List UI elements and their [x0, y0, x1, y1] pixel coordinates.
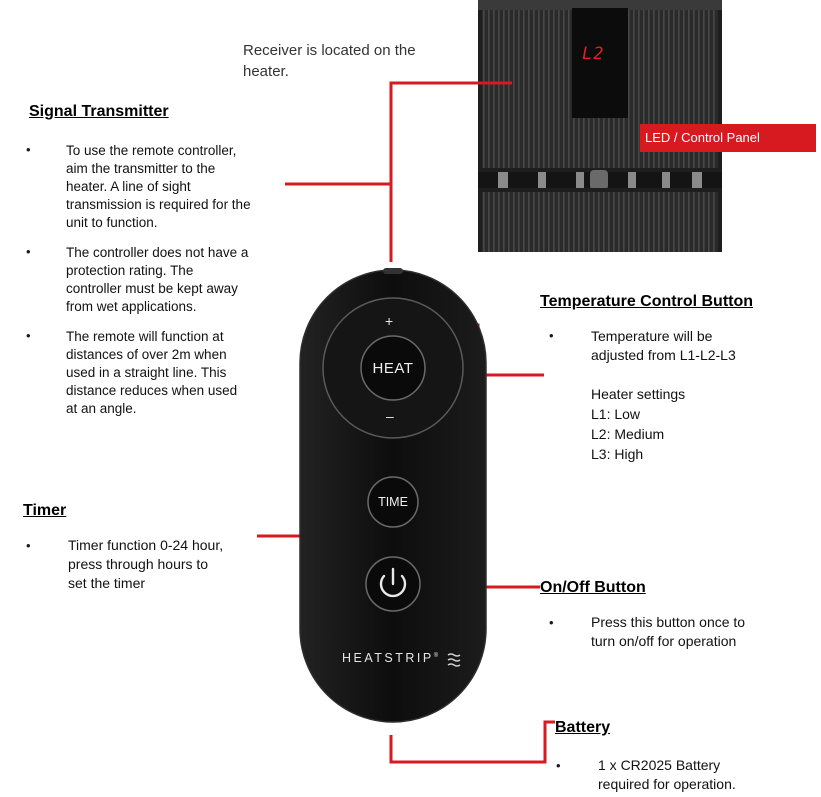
brand-registered: ® — [433, 652, 439, 659]
text-line: unit to function. — [66, 215, 158, 230]
text-line: required for operation. — [598, 776, 736, 792]
receiver-line — [389, 81, 512, 262]
signal-bullet-1: To use the remote controller, aim the tr… — [66, 142, 266, 232]
text-line: protection rating. The — [66, 263, 194, 278]
text-line: turn on/off for operation — [591, 633, 737, 649]
text-line: The remote will function at — [66, 329, 224, 344]
text-line: used in a straight line. This — [66, 365, 227, 380]
battery-line — [389, 720, 555, 764]
text-line: 1 x CR2025 Battery — [598, 757, 721, 773]
text-line: L1: Low — [591, 406, 641, 422]
receiver-note: Receiver is located on the heater. — [243, 40, 416, 82]
led-panel-label: LED / Control Panel — [640, 124, 816, 152]
signal-bullet-3: The remote will function at distances of… — [66, 328, 266, 418]
text-line: To use the remote controller, — [66, 143, 237, 158]
text-line: controller must be kept away — [66, 281, 238, 296]
remote-control — [299, 268, 487, 723]
temperature-details: Temperature will be adjusted from L1-L2-… — [591, 327, 816, 464]
text-line: Press this button once to — [591, 614, 746, 630]
power-button[interactable] — [366, 557, 420, 611]
text-line: L3: High — [591, 446, 644, 462]
text-line: press through hours to — [68, 556, 209, 572]
bullet-icon: • — [26, 538, 31, 553]
bullet-icon: • — [26, 328, 31, 343]
temperature-title: Temperature Control Button — [540, 293, 754, 310]
text-line: Heater settings — [591, 386, 686, 402]
timer-title: Timer — [23, 502, 67, 519]
time-button[interactable]: TIME — [378, 495, 408, 509]
decrease-temperature-button[interactable]: – — [386, 408, 394, 424]
timer-details: Timer function 0-24 hour, press through … — [68, 536, 268, 593]
brand-wordmark: HEATSTRIP® — [342, 651, 438, 665]
receiver-note-line: heater. — [243, 63, 289, 80]
bullet-icon: • — [556, 758, 561, 773]
bullet-icon: • — [26, 244, 31, 259]
text-line: Temperature will be — [591, 328, 713, 344]
signal-bullet-2: The controller does not have a protectio… — [66, 244, 266, 316]
text-line: from wet applications. — [66, 299, 197, 314]
battery-details: 1 x CR2025 Battery required for operatio… — [598, 756, 816, 794]
onoff-title: On/Off Button — [540, 579, 646, 596]
text-line: Timer function 0-24 hour, — [68, 537, 224, 553]
bullet-icon: • — [549, 615, 554, 630]
text-line: set the timer — [68, 575, 146, 591]
text-line: distance reduces when used — [66, 383, 238, 398]
brand-name: HEATSTRIP — [342, 651, 434, 665]
text-line: The controller does not have a — [66, 245, 249, 260]
power-icon — [379, 567, 407, 598]
onoff-details: Press this button once to turn on/off fo… — [591, 613, 816, 651]
text-line: distances of over 2m when — [66, 347, 227, 362]
signal-transmitter-title: Signal Transmitter — [29, 103, 169, 120]
heater-image — [478, 0, 722, 252]
text-line: adjusted from L1-L2-L3 — [591, 347, 736, 363]
battery-title: Battery — [555, 719, 611, 736]
led-panel-label-text: LED / Control Panel — [645, 130, 760, 145]
text-line: heater. A line of sight — [66, 179, 191, 194]
text-line: aim the transmitter to the — [66, 161, 216, 176]
bullet-icon: • — [549, 328, 554, 343]
bullet-icon: • — [26, 142, 31, 157]
receiver-note-line: Receiver is located on the — [243, 42, 416, 59]
heat-button[interactable]: HEAT — [372, 360, 414, 377]
text-line: L2: Medium — [591, 426, 665, 442]
led-display: L2 — [582, 44, 605, 64]
heatstrip-logo-icon — [447, 653, 461, 667]
increase-temperature-button[interactable]: + — [385, 313, 394, 329]
text-line: transmission is required for the — [66, 197, 251, 212]
text-line: at an angle. — [66, 401, 137, 416]
